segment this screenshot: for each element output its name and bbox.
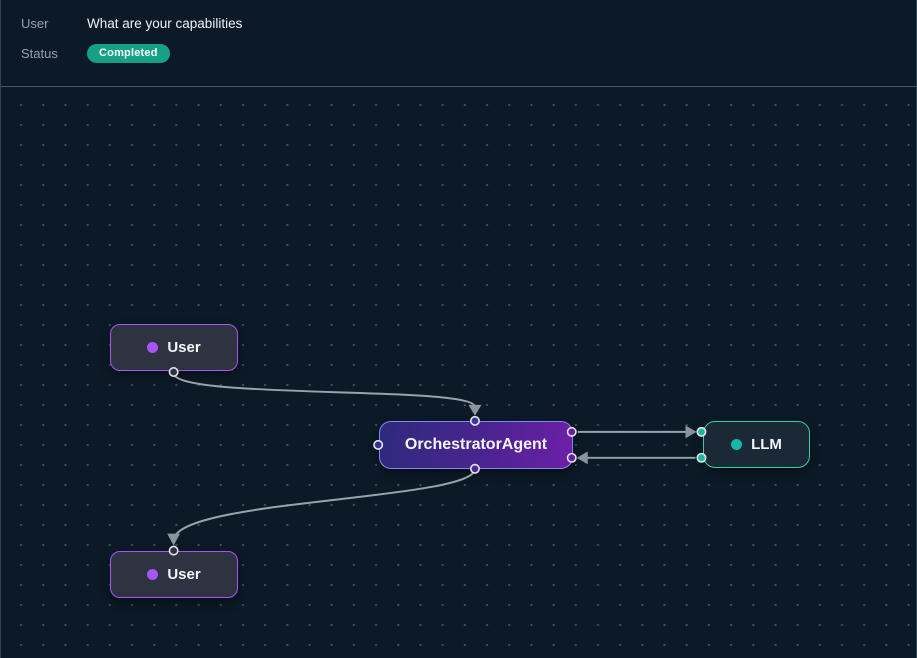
node-label: LLM (751, 436, 782, 453)
edge-usertop-to-orchestrator[interactable] (172, 372, 476, 408)
handle-orchestrator-left[interactable] (373, 439, 384, 450)
flow-canvas[interactable]: User OrchestratorAgent LLM User (1, 88, 916, 658)
handle-orchestrator-right-out[interactable] (566, 426, 577, 437)
status-label: Status (21, 46, 58, 61)
user-query-row: User What are your capabilities (21, 16, 916, 31)
edge-orchestrator-to-userbottom[interactable] (172, 468, 476, 541)
node-label: User (167, 339, 201, 356)
trace-header: User What are your capabilities Status C… (1, 0, 916, 87)
node-llm[interactable]: LLM (703, 421, 810, 468)
node-label: User (167, 566, 201, 583)
node-user-top[interactable]: User (110, 324, 238, 371)
user-query-text: What are your capabilities (87, 16, 243, 31)
handle-orchestrator-bottom[interactable] (469, 463, 480, 474)
arrowhead-to-llm (685, 425, 697, 439)
handle-llm-left-out[interactable] (696, 452, 707, 463)
handle-llm-left-in[interactable] (696, 426, 707, 437)
status-badge: Completed (87, 44, 170, 63)
handle-orchestrator-top[interactable] (469, 415, 480, 426)
node-user-bottom[interactable]: User (110, 551, 238, 598)
llm-node-dot-icon (731, 439, 743, 450)
node-orchestrator-agent[interactable]: OrchestratorAgent (379, 421, 573, 469)
handle-usertop-bottom[interactable] (168, 367, 179, 377)
handle-orchestrator-right-in[interactable] (566, 452, 577, 463)
node-label: OrchestratorAgent (404, 436, 548, 453)
arrowhead-to-orchestrator-right (576, 451, 588, 465)
user-node-dot-icon (147, 569, 159, 580)
user-label: User (21, 16, 49, 31)
handle-userbottom-top[interactable] (168, 545, 179, 556)
user-node-dot-icon (147, 342, 159, 353)
status-row: Status Completed (21, 44, 916, 63)
